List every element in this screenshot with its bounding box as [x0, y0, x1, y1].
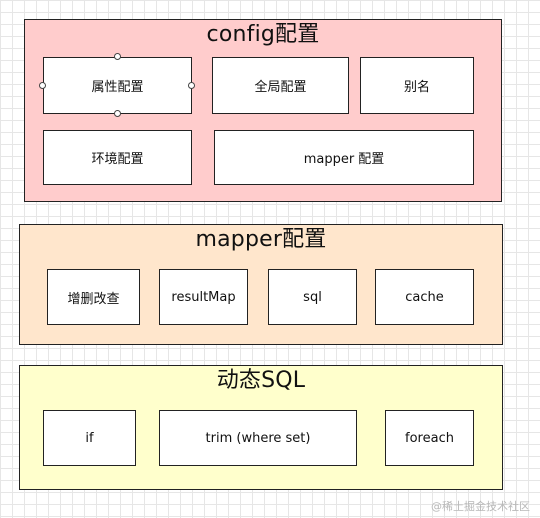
sql-box[interactable]: sql	[268, 269, 357, 325]
cache-label: cache	[405, 289, 444, 305]
sql-label: sql	[303, 289, 322, 305]
resize-handle-left[interactable]	[39, 82, 46, 89]
environment-config-box[interactable]: 环境配置	[43, 130, 192, 185]
foreach-box[interactable]: foreach	[385, 410, 474, 466]
resize-handle-right[interactable]	[188, 82, 195, 89]
watermark: @稀土掘金技术社区	[431, 500, 530, 513]
environment-config-label: 环境配置	[91, 152, 144, 167]
global-config-label: 全局配置	[254, 80, 307, 95]
property-config-label: 属性配置	[91, 80, 144, 95]
if-box[interactable]: if	[43, 410, 136, 466]
resize-handle-bottom[interactable]	[114, 110, 121, 117]
trim-box[interactable]: trim (where set)	[159, 410, 357, 466]
trim-label: trim (where set)	[205, 430, 311, 446]
mapper-config-label: mapper 配置	[303, 152, 385, 167]
crud-label: 增删改查	[67, 291, 120, 307]
global-config-box[interactable]: 全局配置	[212, 57, 349, 114]
foreach-label: foreach	[405, 430, 454, 446]
if-label: if	[85, 430, 94, 446]
resultmap-box[interactable]: resultMap	[159, 269, 248, 325]
resultmap-label: resultMap	[171, 289, 236, 305]
cache-box[interactable]: cache	[375, 269, 474, 325]
alias-box[interactable]: 别名	[360, 57, 474, 114]
alias-label: 别名	[403, 80, 430, 95]
property-config-box[interactable]: 属性配置	[43, 57, 192, 114]
mapper-group-title: mapper配置	[195, 227, 327, 252]
crud-box[interactable]: 增删改查	[47, 269, 140, 325]
config-group-title: config配置	[206, 22, 320, 47]
mapper-config-box[interactable]: mapper 配置	[214, 130, 474, 185]
resize-handle-top[interactable]	[114, 53, 121, 60]
dynamic-sql-group-title: 动态SQL	[216, 368, 306, 393]
